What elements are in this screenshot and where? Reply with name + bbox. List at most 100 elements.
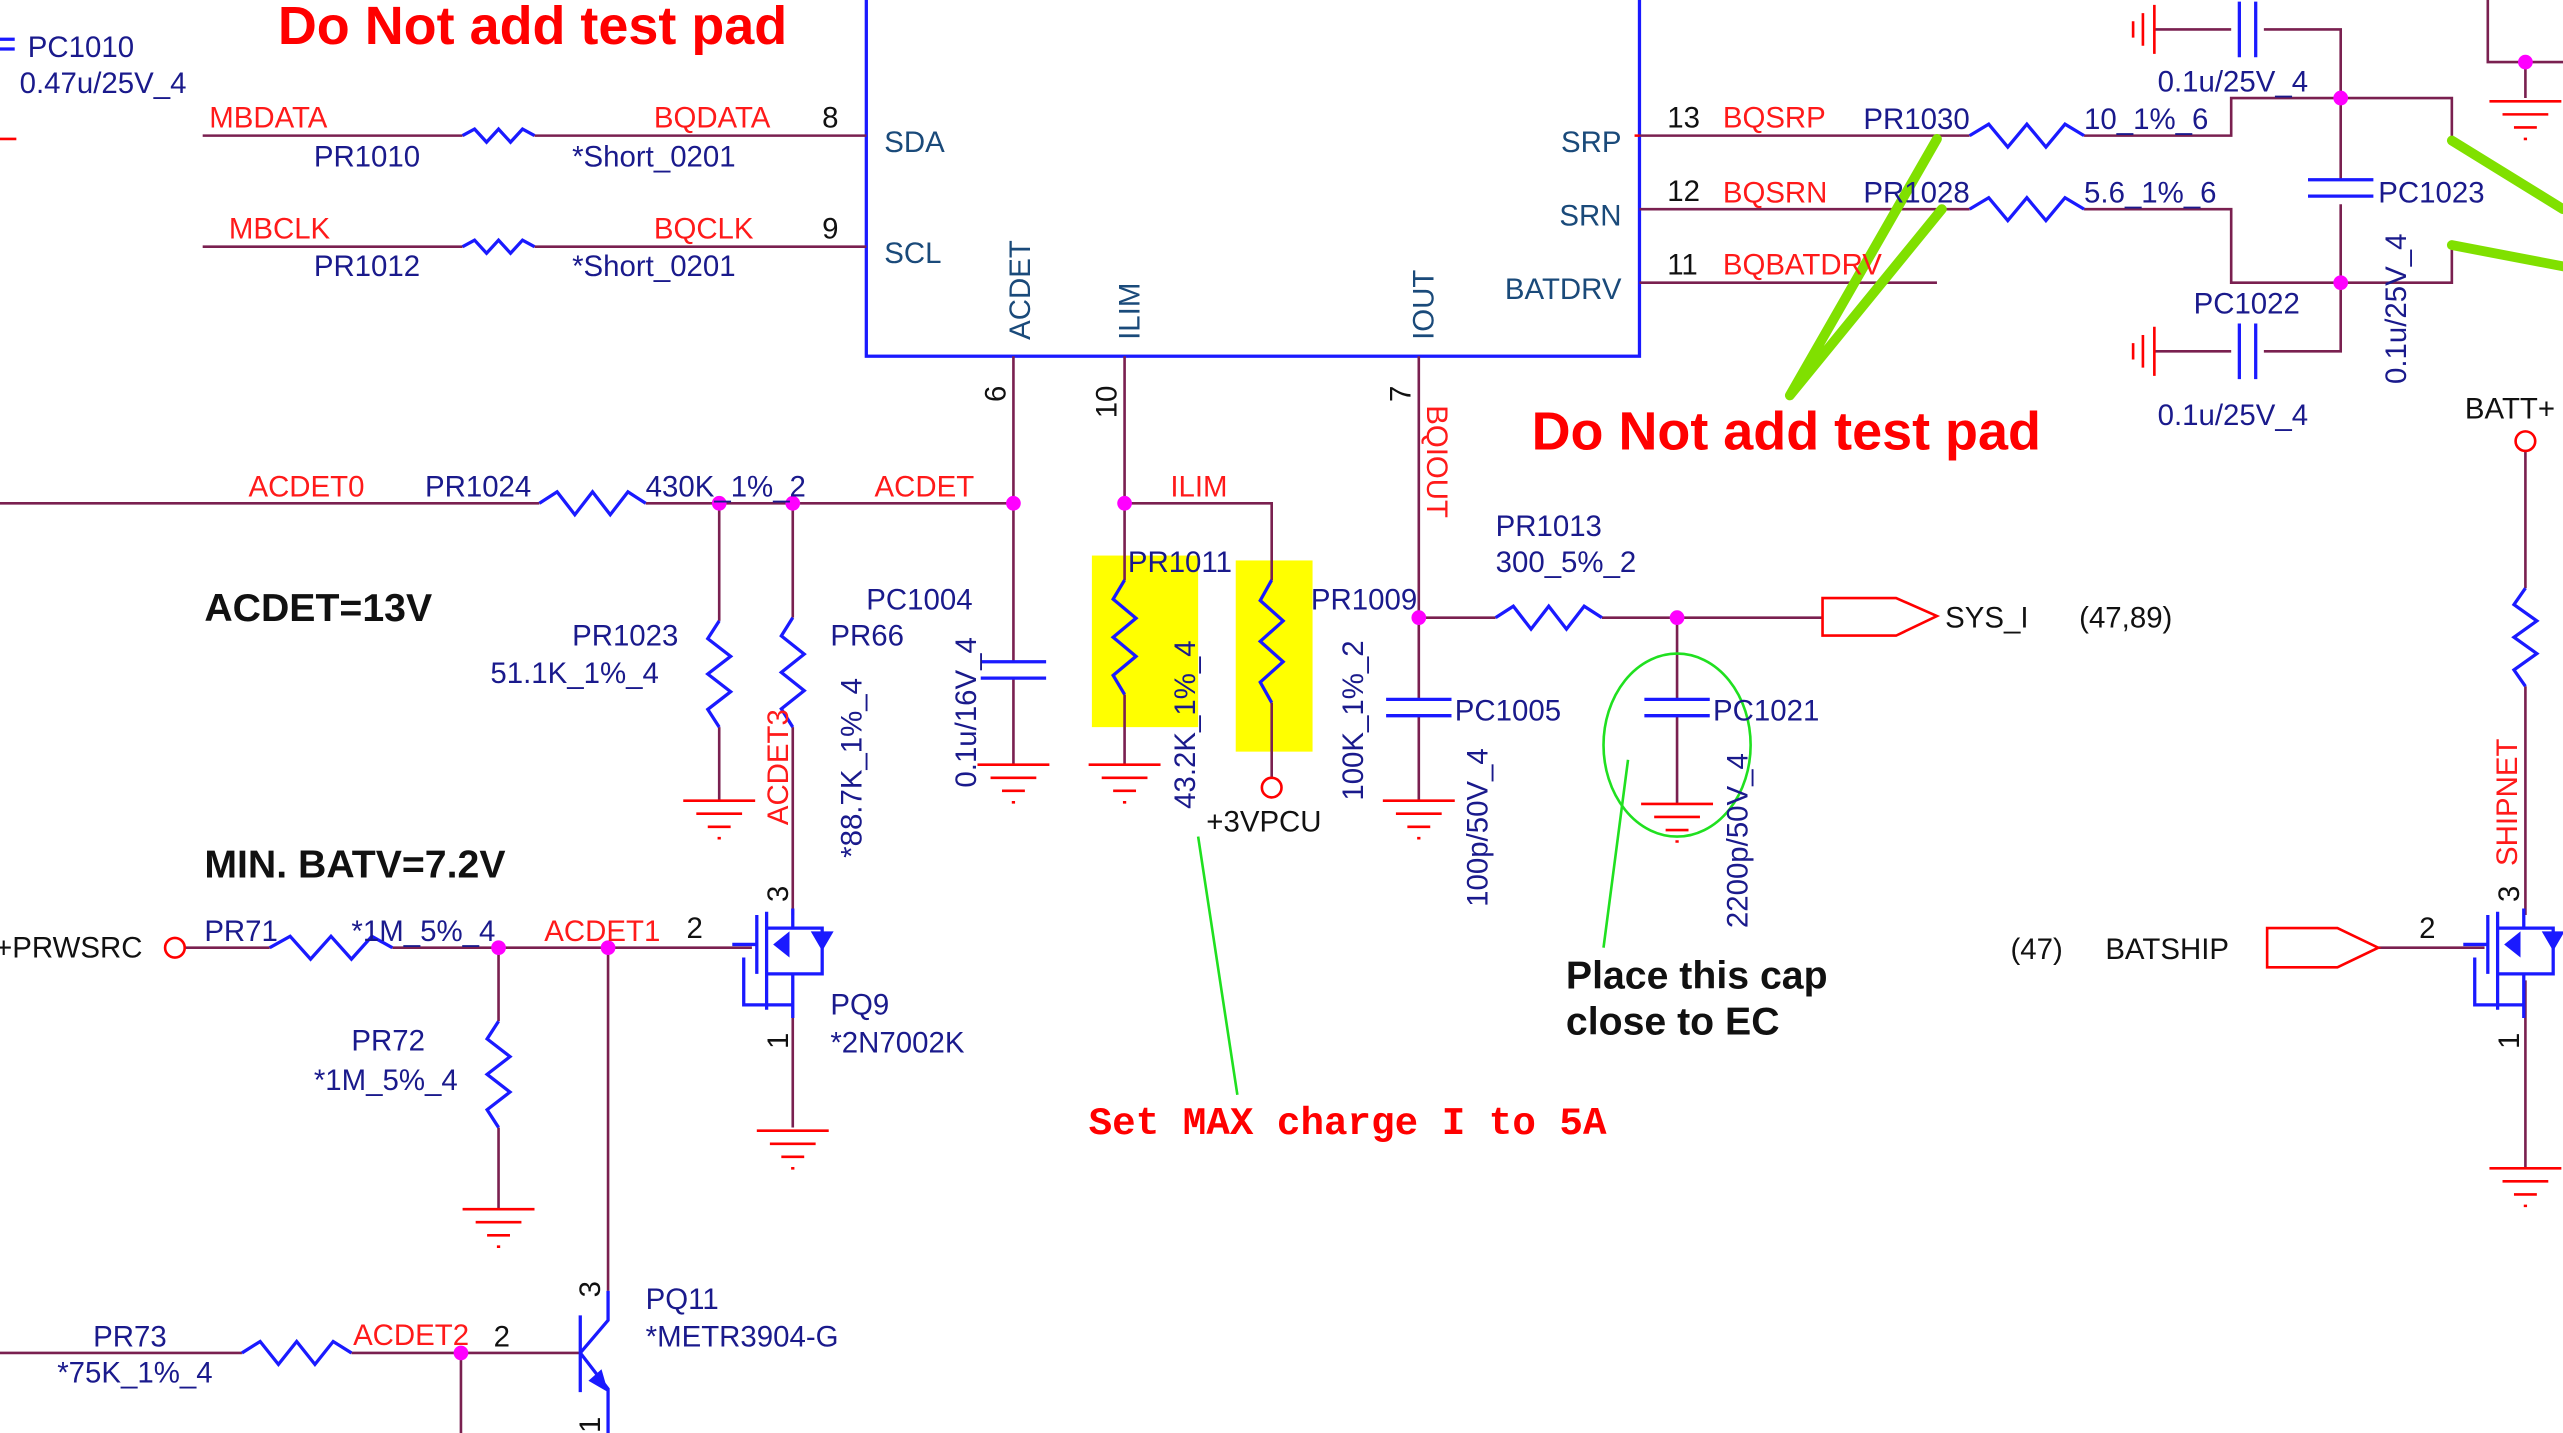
ref-label: PC1023	[2378, 177, 2484, 210]
connector-icon	[1260, 776, 1283, 799]
capacitor-icon	[980, 660, 1047, 680]
annotation-lines	[1196, 133, 2563, 1095]
highlights	[1091, 555, 1313, 752]
resistor-icon	[484, 1020, 513, 1129]
ref-label: PC1022	[2194, 288, 2300, 321]
net-bqclk: BQCLK	[654, 213, 754, 246]
pin-number: 1	[762, 1033, 795, 1049]
capacitor-icon	[1644, 697, 1710, 718]
net-bqbatdrv: BQBATDRV	[1723, 249, 1882, 282]
resistor-icon	[1494, 603, 1603, 632]
pin-srn: SRN	[1559, 199, 1621, 232]
resistor-icon	[1968, 121, 2085, 150]
value-label: 100p/50V_4	[1461, 748, 1494, 907]
ref-label: PR1009	[1311, 583, 1417, 616]
charger-ic	[864, 0, 1642, 358]
ground-icon	[2489, 1166, 2562, 1208]
resistor-icon	[705, 620, 734, 729]
pin-acdet: ACDET	[1004, 240, 1037, 340]
net-batt: BATT+	[2465, 392, 2555, 425]
value-label: 10_1%_6	[2084, 103, 2208, 136]
ground-icon	[1088, 763, 1161, 804]
net-bqiout: BQIOUT	[1420, 405, 1453, 518]
ref-label: PR71	[204, 915, 278, 948]
pin-scl: SCL	[884, 237, 941, 270]
ground-icon	[756, 1129, 829, 1170]
junction-dot	[491, 940, 506, 956]
mosfet-icon	[732, 908, 824, 1018]
junction-dot	[1117, 495, 1132, 511]
ground-icon	[1382, 799, 1455, 840]
bjt-arrow-icon	[588, 1369, 609, 1393]
value-label: 43.2K_1%_4	[1169, 640, 1202, 808]
value-label: *Short_0201	[572, 250, 736, 283]
junction-dot	[2333, 275, 2349, 291]
capacitor-icon	[1386, 697, 1452, 718]
value-label: 430K_1%_2	[646, 471, 806, 504]
note-max-charge: Set MAX charge I to 5A	[1089, 1101, 1607, 1146]
net-prwsrc: +PRWSRC	[0, 932, 142, 965]
pin-number: 12	[1667, 175, 1700, 208]
net-mbclk: MBCLK	[229, 213, 331, 246]
connector-icon	[2514, 430, 2537, 453]
pin-number: 3	[574, 1281, 607, 1297]
value-label: 51.1K_1%_4	[490, 657, 658, 690]
value-label: *METR3904-G	[646, 1320, 839, 1353]
ref-label: PR1030	[1863, 103, 1969, 136]
resistor-icon	[778, 616, 807, 728]
ref-label: PR1013	[1496, 510, 1602, 543]
net-acdet2: ACDET2	[353, 1319, 469, 1352]
pin-number: 13	[1667, 101, 1700, 134]
ref-label: PR1023	[572, 619, 678, 652]
pin-number: 2	[494, 1320, 510, 1353]
ref-label: PR1028	[1863, 177, 1969, 210]
ref-label: PC1010	[28, 31, 134, 64]
pin-number: 3	[762, 886, 795, 902]
junction-dot	[1669, 610, 1685, 625]
resistor-icon	[461, 126, 536, 145]
junction-dot	[1006, 495, 1021, 511]
pin-number: 9	[822, 213, 838, 246]
ground-icon	[683, 799, 756, 840]
value-label: *88.7K_1%_4	[835, 678, 868, 858]
ref-label: PQ9	[830, 989, 889, 1022]
ground-icon	[2131, 326, 2156, 376]
note-min-batv: MIN. BATV=7.2V	[204, 842, 505, 886]
pin-number: 8	[822, 101, 838, 134]
net-3vpcu: +3VPCU	[1206, 806, 1321, 839]
net-bqsrn: BQSRN	[1723, 177, 1828, 210]
mosfet-icon	[2463, 908, 2555, 1018]
note-place-cap: Place this cap	[1566, 954, 1828, 998]
pin-number: 11	[1667, 249, 1698, 282]
ground-icon	[977, 763, 1050, 804]
ref-label: PQ11	[646, 1283, 719, 1316]
ground-icon	[2131, 4, 2156, 54]
pin-number: 1	[574, 1417, 607, 1433]
net-acdet1: ACDET1	[544, 915, 660, 948]
resistor-icon	[1257, 579, 1286, 704]
highlight-pr1011	[1091, 555, 1199, 728]
net-acdet: ACDET	[874, 471, 974, 504]
ref-label: PR1011	[1128, 546, 1232, 579]
net-sys-i-ref: (47,89)	[2079, 601, 2172, 634]
resistor-icon	[2511, 587, 2540, 688]
junction-dot	[600, 940, 616, 956]
value-label: 0.47u/25V_4	[20, 67, 187, 100]
net-sys-i: SYS_I	[1945, 601, 2028, 634]
value-label: *1M_5%_4	[351, 915, 495, 948]
junctions	[453, 54, 2533, 1361]
note-acdet: ACDET=13V	[204, 586, 432, 630]
junction-dot	[1411, 610, 1427, 625]
net-batship-ref: (47)	[2011, 933, 2063, 966]
highlight-pr1009	[1235, 560, 1313, 752]
ground-icon	[462, 1207, 535, 1249]
ref-label: PR72	[351, 1025, 425, 1058]
capacitor-icon	[0, 37, 15, 51]
note-no-test-pad: Do Not add test pad	[278, 0, 787, 56]
resistor-icon	[241, 1338, 353, 1367]
offpage-connector-icon	[1821, 596, 1941, 637]
resistor-icon	[538, 489, 647, 518]
junction-dot	[785, 495, 801, 511]
